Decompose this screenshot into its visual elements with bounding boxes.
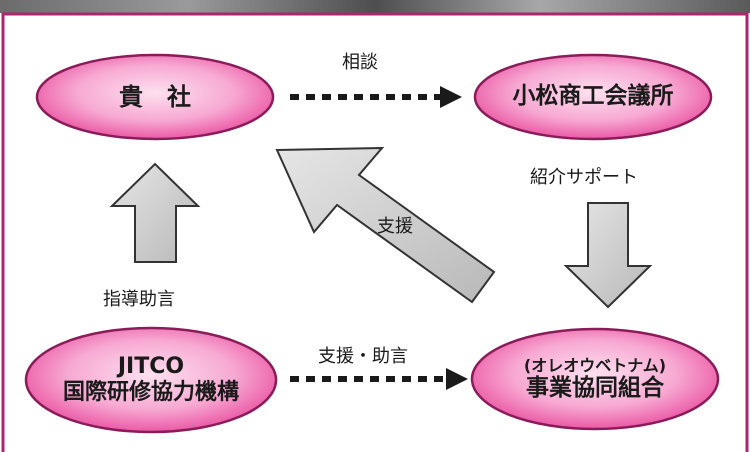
edge-support-arrow: [275, 146, 496, 304]
edge-guidance-arrow: [109, 162, 201, 263]
header-photo-strip: [0, 0, 750, 13]
edge-support-advice-label: 支援・助言: [318, 346, 408, 367]
edge-consult-label: 相談: [342, 52, 378, 73]
node-jitco: JITCO 国際研修協力機構: [26, 328, 276, 432]
node-jitco-shape: [24, 326, 278, 434]
node-cooperative-line2: 事業協同組合: [526, 374, 664, 401]
edge-introduce-label: 紹介サポート: [530, 167, 638, 188]
node-jitco-line1: JITCO: [117, 353, 185, 379]
edge-support-label: 支援: [377, 216, 413, 237]
edge-introduce-arrow: [563, 202, 653, 309]
node-jitco-line2: 国際研修協力機構: [62, 380, 239, 405]
node-chamber-shape: [473, 53, 713, 141]
diagram-frame: [1, 12, 749, 452]
node-chamber-label: 小松商工会議所: [512, 83, 674, 110]
node-company: 貴 社: [37, 55, 273, 139]
node-company-shape: [35, 53, 275, 141]
node-chamber: 小松商工会議所: [475, 55, 711, 139]
node-cooperative: (オレオウベトナム) 事業協同組合: [472, 329, 718, 429]
node-cooperative-line1: (オレオウベトナム): [523, 355, 667, 375]
edge-guidance-label: 指導助言: [103, 289, 175, 310]
node-cooperative-shape: [470, 327, 720, 431]
edge-support-advice-arrow: [290, 368, 468, 390]
edge-consult-arrow: [290, 86, 462, 108]
node-company-label: 貴 社: [119, 82, 191, 111]
